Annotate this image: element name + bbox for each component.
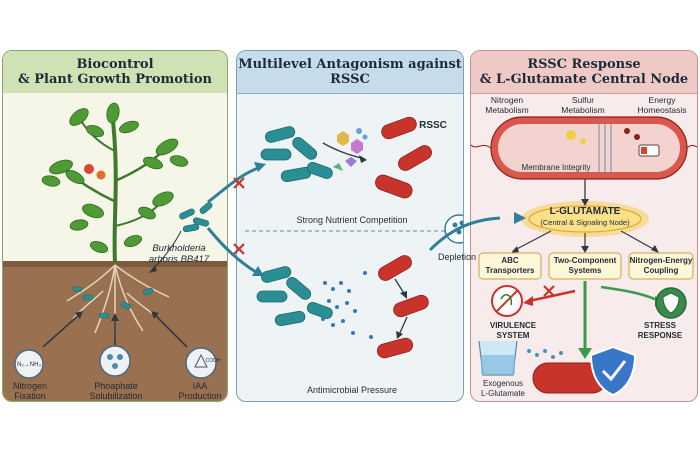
nitrogen-energy-label: Nitrogen-Energy Coupling	[629, 256, 693, 275]
response-illustration	[471, 116, 697, 397]
nitrogen-metabolism-label: Nitrogen Metabolism	[485, 95, 529, 115]
iaa-production-label: IAA Production	[178, 381, 222, 401]
antagonism-illustration	[245, 116, 463, 359]
rssc-label: RSSC	[419, 120, 447, 131]
panel-antagonism: Multilevel Antagonism against RSSC	[236, 50, 464, 402]
abc-transporters-label: ABC Transporters	[485, 256, 535, 275]
depletion-label: Depletion	[437, 252, 477, 262]
exogenous-glutamate-label: Exogenous L-Glutamate	[480, 379, 526, 398]
panel-response: RSSC Response & L-Glutamate Central Node	[470, 50, 698, 402]
nutrient-competition-label: Strong Nutrient Competition	[296, 215, 408, 225]
nh3-formula: N₂→NH₃	[17, 362, 41, 368]
virulence-system-label: VIRULENCE SYSTEM	[489, 321, 537, 340]
two-component-label: Two-Component Systems	[553, 256, 617, 275]
panel-biocontrol: Biocontrol & Plant Growth Promotion	[2, 50, 228, 402]
strain-label: Burkholderia arboris BB417	[148, 243, 210, 265]
energy-homeostasis-label: Energy Homeostasis	[637, 95, 687, 115]
nitrogen-fixation-label: Nitrogen Fixation	[12, 381, 48, 401]
glutamate-title: L-GLUTAMATE	[549, 206, 621, 217]
glutamate-subtitle: (Central & Signaling Node)	[540, 218, 630, 227]
panel-title-antagonism: Multilevel Antagonism against RSSC	[237, 51, 463, 94]
cooh-formula: COOH	[205, 358, 221, 364]
sulfur-metabolism-label: Sulfur Metabolism	[561, 95, 605, 115]
panel-title-response: RSSC Response & L-Glutamate Central Node	[471, 51, 697, 94]
plant-illustration	[3, 93, 227, 401]
phosphate-solubilization-label: Phoaphate Solubilization	[89, 381, 143, 401]
membrane-integrity-label: Membrane Integrity	[521, 163, 591, 172]
panel-title-biocontrol: Biocontrol & Plant Growth Promotion	[3, 51, 227, 94]
antimicrobial-pressure-label: Antimicrobial Pressure	[306, 385, 398, 395]
stress-response-label: STRESS RESPONSE	[637, 321, 683, 340]
